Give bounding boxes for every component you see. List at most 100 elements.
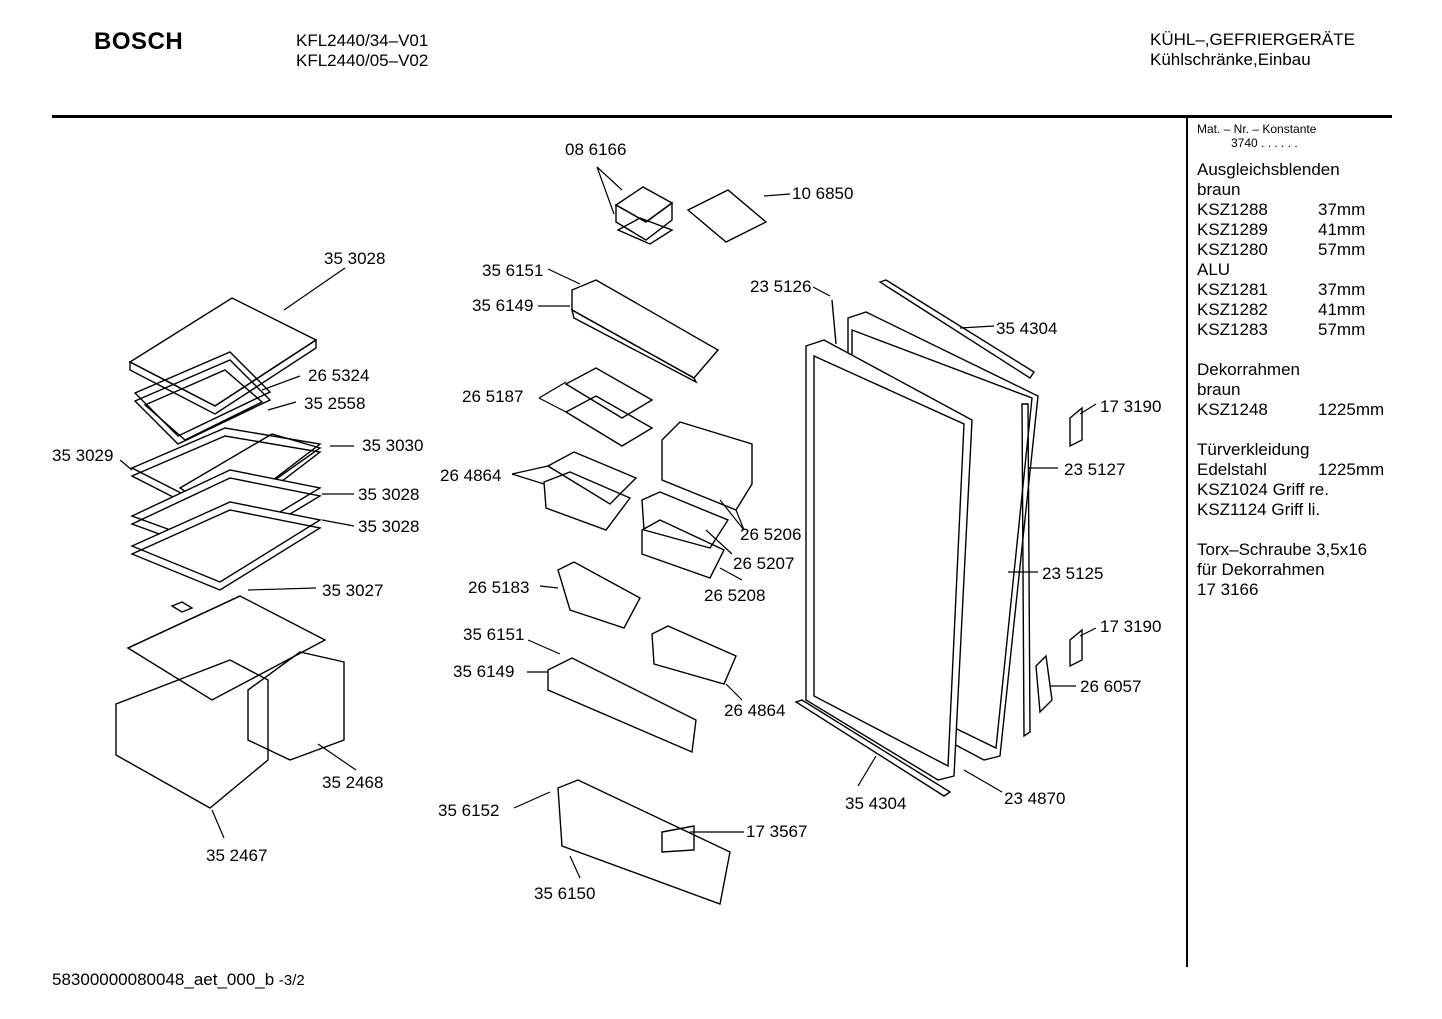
part-label: 23 5127	[1064, 460, 1125, 479]
part-label: 35 3028	[358, 517, 419, 536]
part-label: 35 6150	[534, 884, 595, 903]
part-label: 35 4304	[996, 319, 1057, 338]
accessory-row: Edelstahl 1225mm	[1197, 460, 1437, 480]
door-shelf	[570, 279, 720, 384]
door-shelf	[547, 657, 697, 754]
header-divider	[52, 115, 1392, 118]
section-title: Türverkleidung	[1197, 440, 1310, 459]
accessory-row: KSZ1281 37mm	[1197, 280, 1437, 300]
part-label: 26 5206	[740, 525, 801, 544]
ice-cube-tray	[686, 189, 768, 243]
part-label: 26 5207	[733, 554, 794, 573]
accessory-line: KSZ1024 Griff re.	[1197, 480, 1329, 499]
mat-nr-value: 3740 . . . . . .	[1231, 136, 1298, 150]
part-label: 35 6151	[482, 261, 543, 280]
category-title: KÜHL–,GEFRIERGERÄTE	[1150, 30, 1355, 49]
hinge-cover	[1069, 406, 1083, 668]
part-label: 35 2558	[304, 394, 365, 413]
crisper-drawer	[115, 651, 345, 809]
category-subtitle: Kühlschränke,Einbau	[1150, 50, 1311, 69]
crisper-cover	[126, 595, 327, 701]
trim-strips	[794, 279, 1035, 797]
accessory-line: KSZ1124 Griff li.	[1197, 500, 1321, 519]
accessory-size: 37mm	[1318, 280, 1366, 299]
accessory-size: 1225mm	[1318, 400, 1385, 419]
accessory-row: KSZ1248 1225mm	[1197, 400, 1437, 420]
part-label: 26 6057	[1080, 677, 1141, 696]
part-label: 17 3190	[1100, 617, 1161, 636]
part-label: 26 5183	[468, 578, 529, 597]
small-shelf	[651, 625, 737, 685]
butter-box	[614, 186, 674, 245]
accessory-sidebar: Mat. – Nr. – Konstante 3740 . . . . . . …	[1197, 122, 1437, 600]
sidebar-divider	[1186, 116, 1188, 967]
part-label: 23 4870	[1004, 789, 1065, 808]
part-label: 23 5126	[750, 277, 811, 296]
part-label: 17 3567	[746, 822, 807, 841]
accessory-code: KSZ1281	[1197, 280, 1268, 299]
accessory-code: KSZ1282	[1197, 300, 1268, 319]
small-shelf	[641, 491, 730, 579]
accessory-row: KSZ1289 41mm	[1197, 220, 1437, 240]
leader-lines	[119, 166, 1097, 879]
part-label: 26 5187	[462, 387, 523, 406]
accessory-code: KSZ1288	[1197, 200, 1268, 219]
part-label: 26 4864	[724, 701, 785, 720]
model-number-1: KFL2440/34–V01	[296, 31, 429, 50]
accessory-size: 41mm	[1318, 220, 1366, 239]
shelf-frame	[133, 351, 272, 445]
accessory-code: 17 3166	[1197, 580, 1259, 599]
glass-shelf	[130, 501, 322, 591]
page-number: -3/2	[278, 972, 305, 989]
door-gasket	[805, 339, 973, 781]
section-title: Dekorrahmen	[1197, 360, 1300, 379]
glass-shelf	[128, 297, 318, 415]
accessory-row: KSZ1283 57mm	[1197, 320, 1437, 340]
section-subtitle: braun	[1197, 380, 1241, 399]
part-label: 35 3028	[358, 485, 419, 504]
model-number-2: KFL2440/05–V02	[296, 51, 429, 70]
part-label: 35 3029	[52, 446, 113, 465]
drawing-id: 58300000080048_aet_000_b -3/2	[52, 970, 305, 990]
accessory-code: Edelstahl	[1197, 460, 1267, 479]
part-label: 35 4304	[845, 794, 906, 813]
egg-tray	[564, 367, 654, 447]
part-label: 35 6149	[472, 296, 533, 315]
part-labels: 08 6166 10 6850 35 3028 35 6151 35 6149 …	[52, 140, 1161, 903]
accessory-size: 1225mm	[1318, 460, 1385, 479]
section-title: ALU	[1197, 260, 1231, 279]
accessory-code: KSZ1280	[1197, 240, 1268, 259]
part-label: 35 3027	[322, 581, 383, 600]
accessory-size: 57mm	[1318, 320, 1366, 339]
part-label: 35 6151	[463, 625, 524, 644]
accessory-code: KSZ1289	[1197, 220, 1268, 239]
drawing-id-text: 58300000080048_aet_000_b	[52, 970, 275, 989]
part-label: 08 6166	[565, 140, 626, 159]
part-label: 23 5125	[1042, 564, 1103, 583]
section-title: Ausgleichsblenden	[1197, 160, 1340, 179]
hinge-bracket	[1035, 654, 1053, 714]
part-label: 35 2468	[322, 773, 383, 792]
part-label: 35 3028	[324, 249, 385, 268]
part-label: 35 3030	[362, 436, 423, 455]
accessory-code: KSZ1283	[1197, 320, 1268, 339]
part-label: 17 3190	[1100, 397, 1161, 416]
section-subtitle: braun	[1197, 180, 1241, 199]
door-shelf-large	[557, 779, 731, 905]
part-label: 26 4864	[440, 466, 501, 485]
part-label: 35 6149	[453, 662, 514, 681]
accessory-code: KSZ1248	[1197, 400, 1268, 419]
section-subtitle: für Dekorrahmen	[1197, 560, 1325, 579]
part-label: 35 2467	[206, 846, 267, 865]
accessory-row: KSZ1288 37mm	[1197, 200, 1437, 220]
small-shelf	[543, 451, 638, 531]
part-label: 10 6850	[792, 184, 853, 203]
mat-nr-label: Mat. – Nr. – Konstante	[1197, 122, 1317, 136]
part-label: 26 5324	[308, 366, 369, 385]
part-label: 35 6152	[438, 801, 499, 820]
accessory-size: 37mm	[1318, 200, 1366, 219]
small-shelf	[557, 561, 641, 629]
